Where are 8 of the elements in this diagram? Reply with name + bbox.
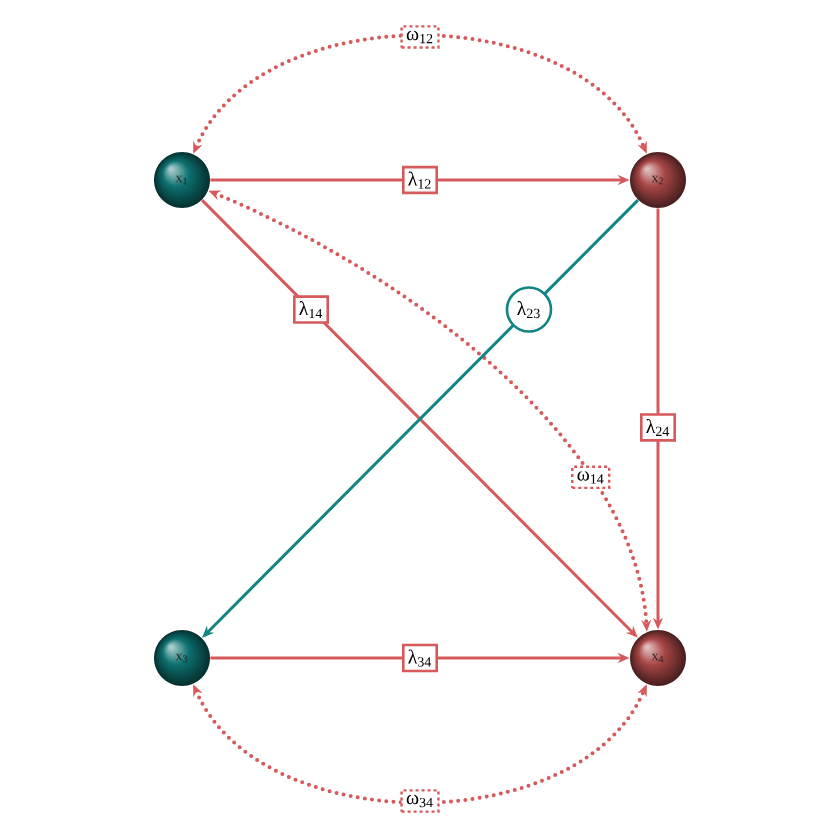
edge-label: λ$_{23}$ bbox=[505, 286, 553, 333]
edge-label: λ$_{24}$ bbox=[640, 413, 676, 442]
edge-label: λ$_{12}$ bbox=[402, 165, 438, 195]
edge-label: λ$_{14}$ bbox=[293, 295, 330, 324]
edge-label: λ$_{34}$ bbox=[402, 643, 438, 673]
edge-label: ω$_{14}$ bbox=[571, 465, 611, 490]
edge-label: ω$_{12}$ bbox=[400, 25, 440, 49]
edge-label: ω$_{34}$ bbox=[400, 789, 440, 813]
